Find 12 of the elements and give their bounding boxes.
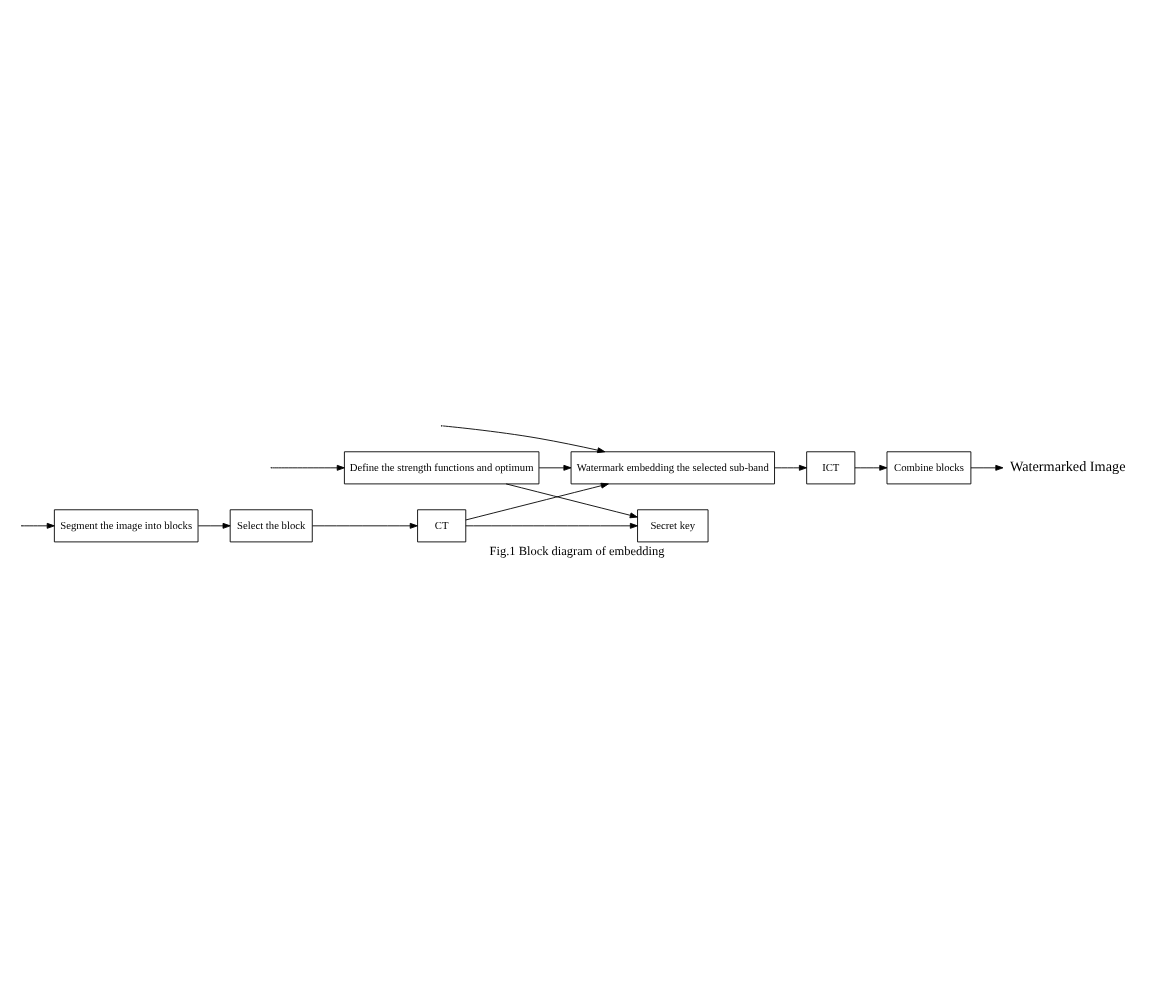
arrow [538,463,572,470]
arrow [312,521,418,528]
arrow [854,463,888,470]
arrow [465,481,609,520]
arrow [505,482,638,518]
arrow [271,463,345,470]
arrow [197,521,231,528]
arrow [442,424,606,453]
arrow [465,521,638,528]
arrow [970,463,1004,470]
arrow [21,521,55,528]
arrow [774,463,807,470]
